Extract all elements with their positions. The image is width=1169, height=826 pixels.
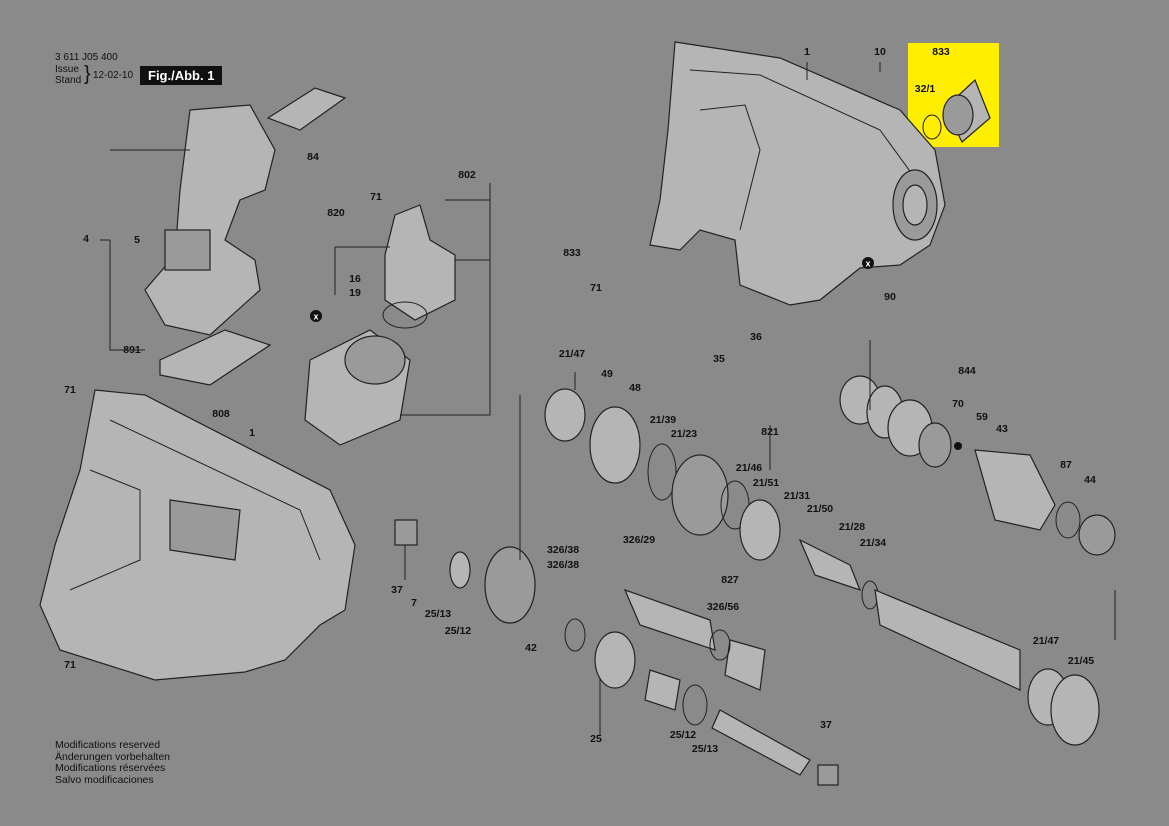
part-label: 326/29: [623, 534, 655, 546]
issue-date: 12-02-10: [93, 70, 134, 81]
note-en: Modifications reserved: [55, 739, 161, 751]
part-label: 21/46: [736, 462, 762, 474]
part-label: 21/50: [807, 503, 833, 515]
part-label: 827: [721, 574, 739, 586]
part-label: 21/34: [860, 537, 886, 549]
part-label: 833: [932, 46, 950, 58]
part-label: 21/39: [650, 414, 676, 426]
callout-circle: [310, 310, 322, 322]
part-label: 1: [804, 46, 810, 58]
part-label: 820: [327, 207, 345, 219]
part-label: 21/51: [753, 477, 779, 489]
part-label: 5: [134, 234, 140, 246]
housing-shell-rear: [649, 41, 946, 306]
part-label: 326/56: [707, 601, 739, 613]
figure-label: Fig./Abb. 1: [140, 66, 223, 85]
part-label: 21/23: [671, 428, 697, 440]
part-label: 25: [590, 733, 602, 745]
callout-circle: [862, 257, 874, 269]
part-label: 44: [1084, 474, 1096, 486]
part-label: 25/13: [692, 743, 718, 755]
note-fr: Modifications réservées: [55, 762, 166, 774]
modifications-notes: Modifications reserved Änderungen vorbeh…: [55, 739, 171, 786]
part-label: 7: [411, 597, 417, 609]
part-label: 1: [249, 427, 255, 439]
part-label: 19: [349, 287, 361, 299]
doc-number: 3 611 J05 400: [55, 52, 118, 63]
part-label: 4: [83, 233, 89, 245]
part-label: 37: [391, 584, 403, 596]
highlight-part: [922, 78, 991, 143]
part-label: 49: [601, 368, 613, 380]
part-label: 71: [590, 282, 602, 294]
part-label: 25/12: [445, 625, 471, 637]
part-label: 35: [713, 353, 725, 365]
part-label: 42: [525, 642, 537, 654]
note-de: Änderungen vorbehalten: [55, 750, 171, 763]
part-label: 16: [349, 273, 361, 285]
part-label: 833: [563, 247, 581, 259]
part-label: 48: [629, 382, 641, 394]
part-label: 84: [307, 151, 319, 163]
part-label: 21/31: [784, 490, 810, 502]
part-label: 87: [1060, 459, 1072, 471]
part-label: 43: [996, 423, 1008, 435]
part-label: 59: [976, 411, 988, 423]
part-label: 21/28: [839, 521, 865, 533]
issue-label: Issue: [55, 64, 79, 75]
part-label: 808: [212, 408, 230, 420]
part-label: 25/12: [670, 729, 696, 741]
part-label: 844: [958, 365, 976, 377]
part-label: 37: [820, 719, 832, 731]
part-label: 21/47: [559, 348, 585, 360]
part-label: 10: [874, 46, 886, 58]
part-label: 90: [884, 291, 896, 303]
stand-label: Stand: [55, 75, 82, 86]
part-label: 326/38: [547, 544, 579, 556]
part-label: 21/47: [1033, 635, 1059, 647]
part-label: 25/13: [425, 608, 451, 620]
issue-brace: }: [84, 63, 91, 85]
part-label: 21/45: [1068, 655, 1094, 667]
part-label: 70: [952, 398, 964, 410]
part-label: 36: [750, 331, 762, 343]
part-label: 71: [64, 659, 76, 671]
switch-assembly: [144, 104, 276, 336]
part-label: 326/38: [547, 559, 579, 571]
part-label: 71: [370, 191, 382, 203]
callout-symbol: x: [313, 312, 318, 322]
note-es: Salvo modificaciones: [55, 773, 154, 786]
part-label: 802: [458, 169, 476, 181]
callout-symbol: x: [865, 259, 870, 269]
part-label: 32/1: [915, 83, 936, 95]
part-label: 71: [64, 384, 76, 396]
